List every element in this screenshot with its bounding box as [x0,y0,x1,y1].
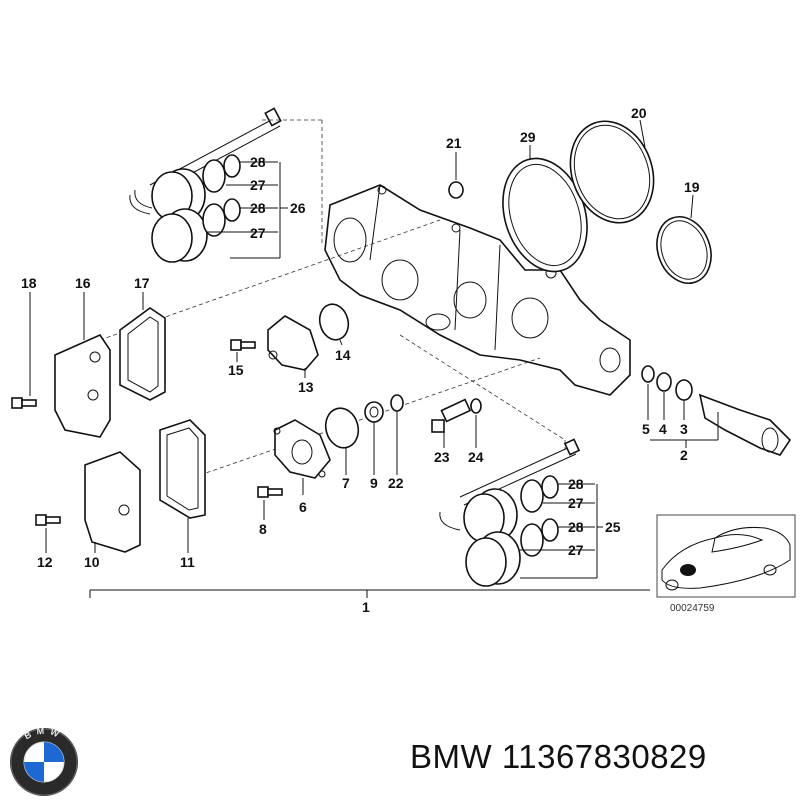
callout-1: 1 [362,599,370,615]
callout-12: 12 [37,554,53,570]
callout-18: 18 [21,275,37,291]
bolt-23 [431,398,472,448]
part-number: 11367830829 [501,738,707,775]
bolt-12 [35,514,61,553]
part-9 [364,401,384,475]
callout-21: 21 [446,135,462,151]
flange-6 [273,419,331,495]
callout-15: 15 [228,362,244,378]
callout-28-d: 28 [568,519,584,535]
plate-16 [54,292,111,438]
diagram-ref-number: 00024759 [670,603,715,614]
callout-28: 28 [250,154,266,170]
callout-16: 16 [75,275,91,291]
gasket-11 [159,419,206,553]
bolt-18 [11,292,37,409]
ring-21 [448,152,464,199]
callout-7: 7 [342,475,350,491]
gasket-17 [119,292,166,401]
callout-2: 2 [680,447,688,463]
shaft-assembly-2 [641,365,792,456]
callout-11: 11 [180,554,195,570]
callout-8: 8 [259,521,267,537]
callout-6: 6 [299,499,307,515]
callout-24: 24 [468,449,484,465]
callout-9: 9 [370,475,378,491]
callout-20: 20 [631,105,647,121]
callout-4: 4 [659,421,667,437]
solenoid-assembly-top [129,107,323,263]
callout-17: 17 [134,275,150,291]
ring-7 [324,407,360,475]
plate-10 [84,451,141,553]
solenoid-assembly-bottom [439,438,603,587]
callout-27-d: 27 [568,542,584,558]
brand-name: BMW [410,738,493,775]
bolt-8 [257,486,283,520]
cover-13 [267,315,319,378]
callout-10: 10 [84,554,100,570]
callout-29: 29 [520,129,536,145]
ring-14 [318,303,350,346]
callout-3: 3 [680,421,688,437]
callout-28-c: 28 [568,476,584,492]
product-caption: BMW 11367830829 [410,738,707,776]
callout-27: 27 [250,177,266,193]
callout-26: 26 [290,200,306,216]
callout-13: 13 [298,379,314,395]
callout-25: 25 [605,519,621,535]
washer-24 [470,398,482,448]
callout-27-b: 27 [250,225,266,241]
ring-20 [569,119,655,224]
callout-19: 19 [684,179,700,195]
ring-22 [390,394,404,475]
bolt-15 [230,339,256,362]
callout-22: 22 [388,475,404,491]
transmission-housing [324,184,631,396]
callout-27-c: 27 [568,495,584,511]
callout-23: 23 [434,449,450,465]
bmw-logo: BMW [10,726,78,796]
ring-19 [656,194,712,284]
callout-5: 5 [642,421,650,437]
callout-14: 14 [335,347,351,363]
vehicle-thumbnail [656,514,796,598]
callout-28-b: 28 [250,200,266,216]
